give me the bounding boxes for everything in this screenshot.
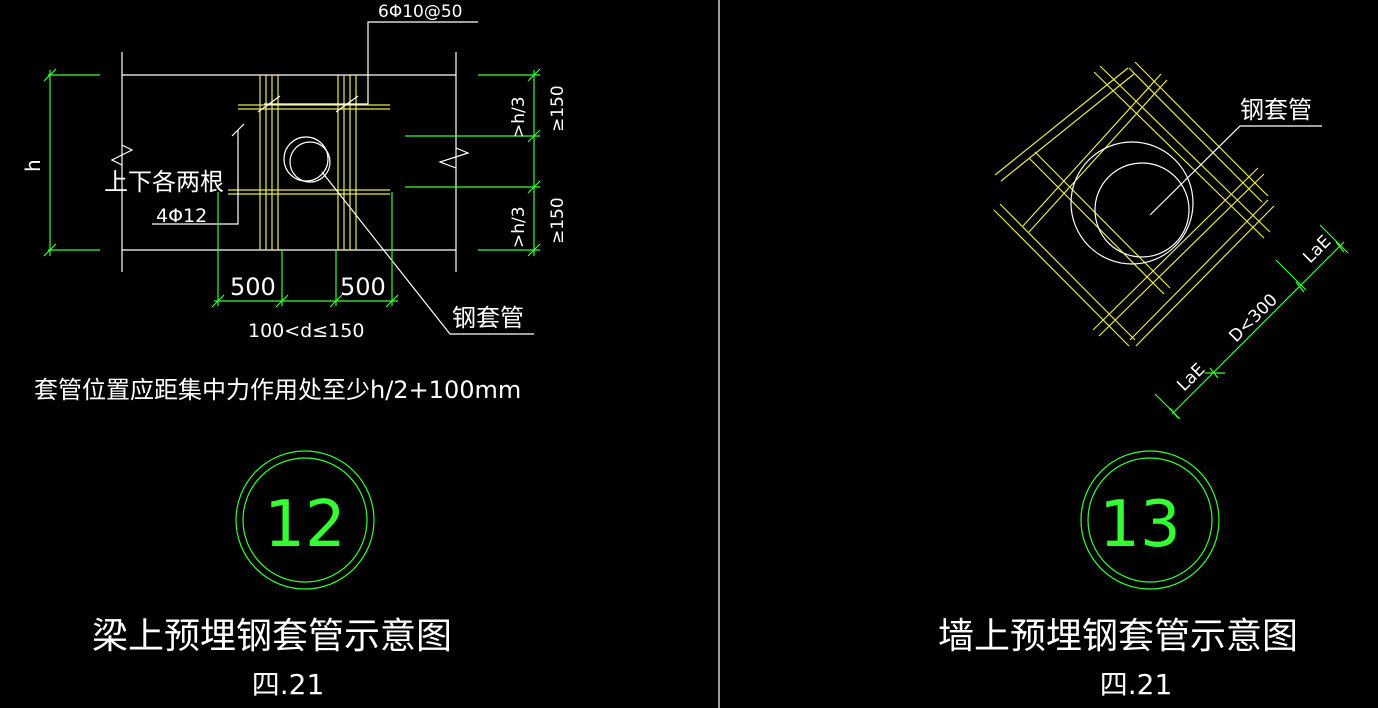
sleeve-circle-beam <box>283 136 331 183</box>
height-label: h <box>21 159 45 172</box>
sleeve-leader-wall <box>1149 125 1322 216</box>
position-note: 套管位置应距集中力作用处至少h/2+100mm <box>34 376 521 404</box>
left-span-label: 500 <box>230 273 276 301</box>
span-dimensions <box>211 192 399 308</box>
diagonal-dimension <box>1154 224 1349 420</box>
rebar-note: 上下各两根 <box>104 168 224 196</box>
bottom-zone-min: ≥150 <box>548 197 568 244</box>
wall-sheet-ref: 四.21 <box>1100 668 1173 701</box>
stirrup-group-left <box>259 75 279 250</box>
diameter-range: 100<d≤150 <box>248 320 364 342</box>
top-zone-label: >h/3 <box>509 96 529 138</box>
rebar-leader <box>152 130 239 225</box>
wall-detail-title: 墙上预埋钢套管示意图 <box>938 616 1298 657</box>
longitudinal-rebars <box>228 104 390 195</box>
sleeve-circle-wall <box>1070 141 1194 265</box>
stirrup-group-right <box>337 75 357 250</box>
zone-dimensions <box>405 68 541 257</box>
top-zone-min: ≥150 <box>548 85 568 132</box>
sleeve-leader-beam <box>321 171 534 335</box>
sleeve-label-wall: 钢套管 <box>1240 96 1312 124</box>
height-dimension <box>43 68 100 257</box>
detail-number-13: 13 <box>1099 488 1180 562</box>
beam-detail: 6Φ10@50 上下各两根 4Φ12 钢套管 h <box>21 2 568 701</box>
stirrup-leader-ticks <box>257 95 362 113</box>
beam-detail-title: 梁上预埋钢套管示意图 <box>92 616 452 657</box>
beam-outline <box>110 52 470 272</box>
diagonal-rebars <box>993 61 1275 347</box>
detail-marker-13: 13 <box>1080 450 1220 590</box>
stirrup-leader <box>362 21 478 105</box>
dim-laE-upper: LaE <box>1299 232 1335 268</box>
detail-marker-12: 12 <box>235 450 375 590</box>
rebar-spec: 4Φ12 <box>156 205 207 227</box>
dim-diameter: D<300 <box>1225 290 1281 346</box>
stirrup-label: 6Φ10@50 <box>378 2 462 22</box>
beam-sheet-ref: 四.21 <box>252 668 325 701</box>
bottom-zone-label: >h/3 <box>509 206 529 248</box>
dim-laE-lower: LaE <box>1173 360 1209 396</box>
right-span-label: 500 <box>340 273 386 301</box>
detail-number-12: 12 <box>264 488 345 562</box>
wall-detail: 钢套管 LaE D<300 LaE 13 墙上预埋钢套管示意图 四.21 <box>938 61 1349 701</box>
sleeve-label-beam: 钢套管 <box>452 304 524 332</box>
